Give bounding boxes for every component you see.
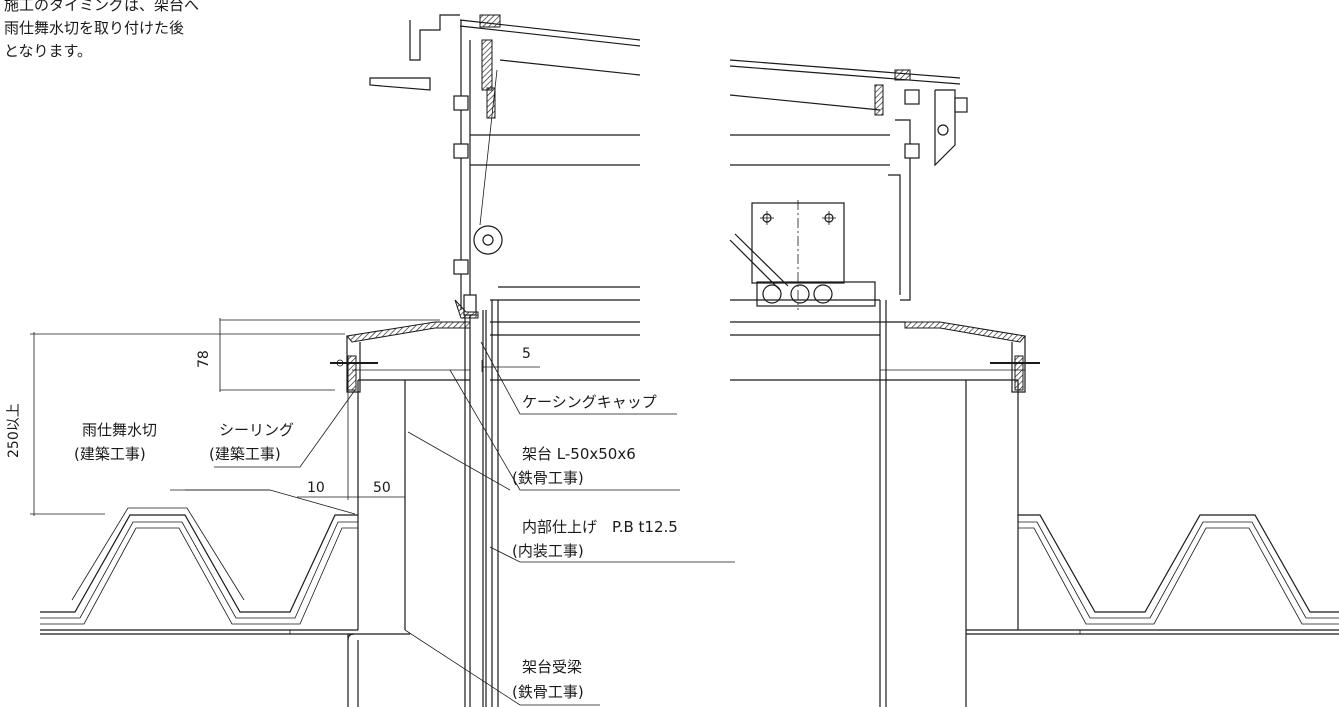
label-frame-trade: (鉄骨工事): [512, 469, 584, 487]
label-interior-finish: 内部仕上げ P.B t12.5: [522, 518, 678, 536]
label-flashing: 雨仕舞水切: [82, 421, 158, 439]
label-sealing-trade: (建築工事): [209, 445, 281, 463]
dimension-78: 78: [196, 350, 212, 368]
label-flashing-trade: (建築工事): [74, 445, 146, 463]
right-curb-frame: [730, 299, 1040, 707]
right-casing: [729, 59, 968, 310]
right-roof-deck: [965, 380, 1339, 707]
bolt-hole-icon: [760, 211, 836, 225]
dimension-50: 50: [373, 480, 391, 496]
note-line-3: となります。: [4, 42, 93, 60]
note-line-2: 雨仕舞水切を取り付けた後: [4, 19, 185, 37]
left-roof-deck: [40, 507, 410, 707]
construction-timing-note: 施工のタイミングは、架台へ 雨仕舞水切を取り付けた後 となります。: [4, 0, 199, 63]
label-casing-cap: ケーシングキャップ: [522, 393, 657, 411]
dimension-10: 10: [307, 480, 325, 496]
leader-lines: [170, 341, 735, 706]
label-frame-beam: 架台受梁: [522, 658, 583, 676]
left-dimensions: [30, 318, 540, 516]
note-line-1: 施工のタイミングは、架台へ: [4, 0, 200, 14]
label-frame-beam-trade: (鉄骨工事): [512, 683, 584, 701]
left-curb-frame: [330, 321, 471, 630]
bolt-icon: [453, 95, 469, 275]
left-casing: [369, 14, 641, 707]
dimension-250-min: 250以上: [6, 403, 22, 458]
label-sealing: シーリング: [219, 421, 295, 439]
dimension-5: 5: [522, 346, 531, 362]
label-frame: 架台 L-50x50x6: [522, 445, 636, 463]
label-interior-finish-trade: (内装工事): [512, 542, 584, 560]
bolt-icon: [904, 89, 968, 159]
